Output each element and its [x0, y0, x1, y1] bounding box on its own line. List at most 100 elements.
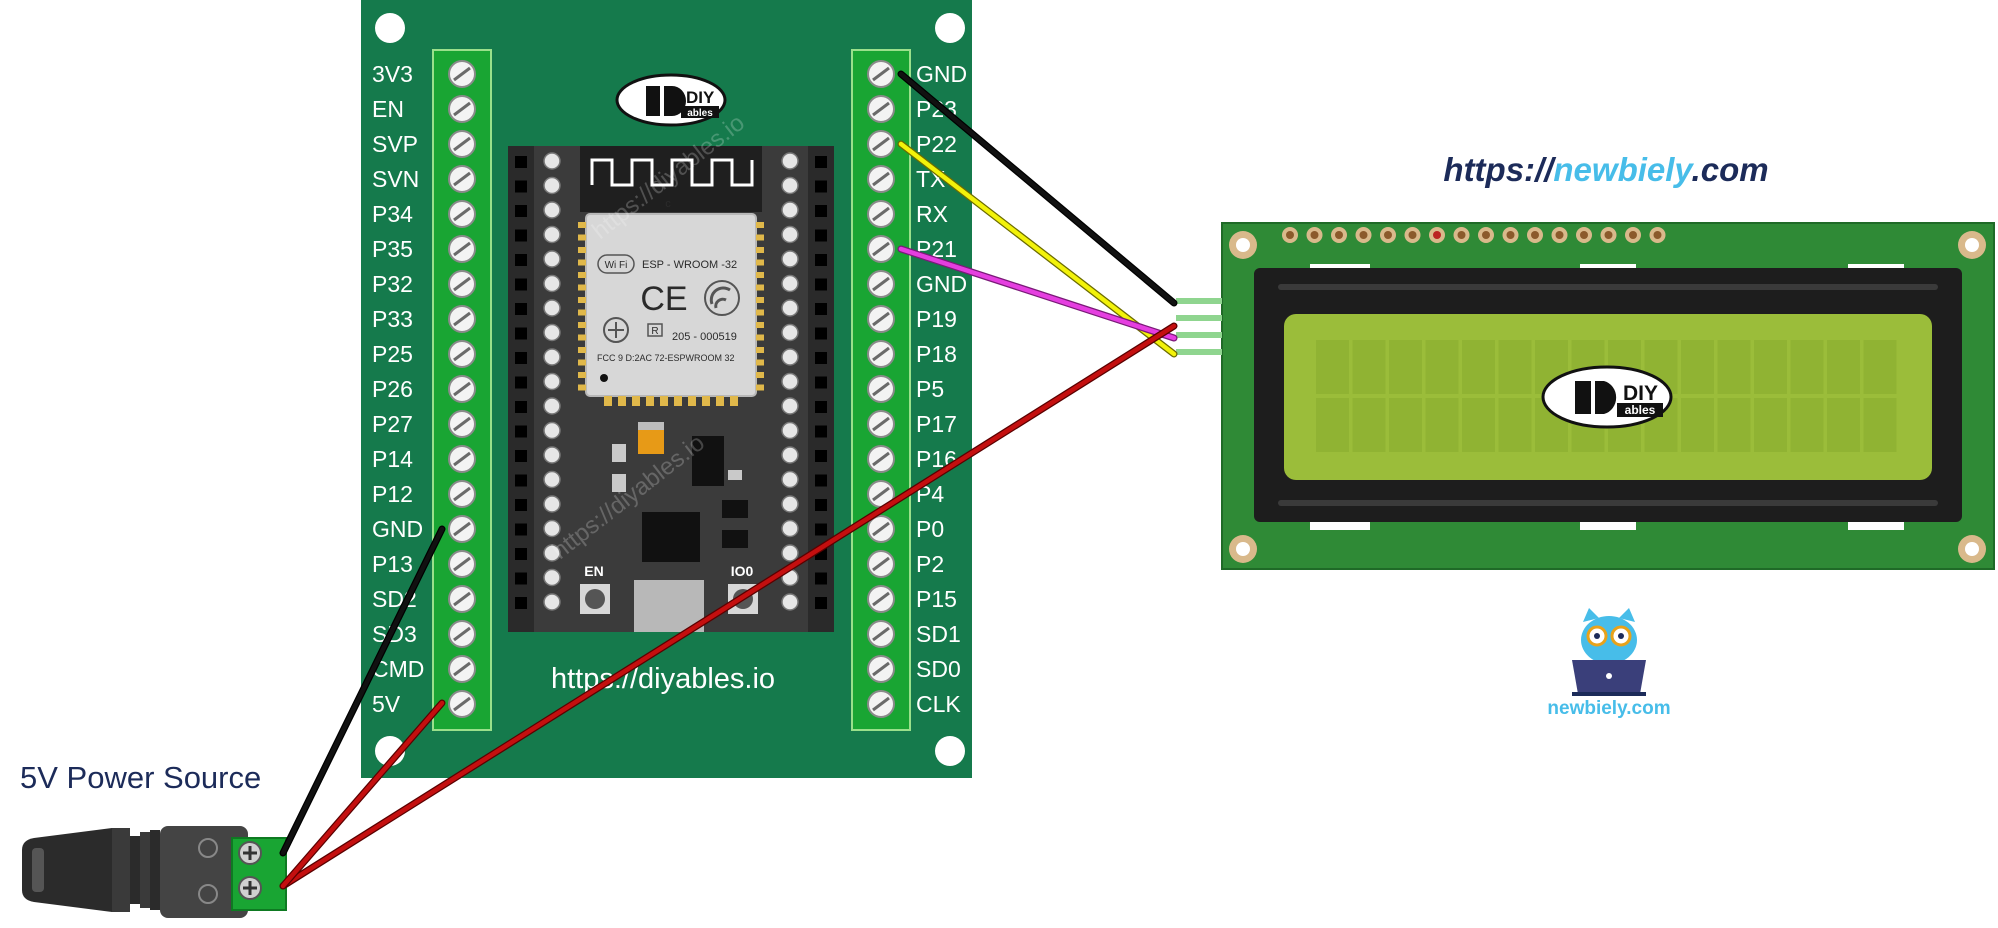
en-button[interactable]	[580, 584, 610, 614]
right-pin-label: GND	[916, 61, 967, 87]
terminal-screw-icon	[448, 165, 476, 193]
right-pin-label: P0	[916, 516, 944, 542]
left-pin-label: P27	[372, 411, 413, 437]
left-pin-label: P34	[372, 201, 413, 227]
mount-hole	[375, 13, 405, 43]
left-pin-label: P12	[372, 481, 413, 507]
terminal-screw-icon	[448, 620, 476, 648]
newbiely-url: https://newbiely.com	[1443, 151, 1768, 188]
pin-pad	[543, 397, 561, 415]
pin-pad	[781, 152, 799, 170]
module-reg-number: 205 - 000519	[672, 331, 737, 343]
esp32-devkit: c Wi Fi ESP - WROOM -32 CE R 205 - 00051…	[508, 146, 834, 632]
lcd-header-pin	[1527, 227, 1543, 243]
header-pin	[815, 180, 827, 193]
terminal-screw-icon	[867, 305, 895, 333]
header-pin	[515, 254, 527, 266]
left-pin-label: SVP	[372, 131, 418, 157]
left-pin-label: P14	[372, 446, 413, 472]
header-pin	[815, 156, 827, 168]
terminal-screw-icon	[448, 375, 476, 403]
terminal-screw-icon	[448, 270, 476, 298]
lcd-char-cell	[1681, 398, 1714, 452]
lcd-char-cell	[1462, 398, 1495, 452]
pin-pad	[543, 495, 561, 513]
screw-icon	[238, 841, 262, 865]
lcd-char-cell	[1754, 398, 1787, 452]
right-pin-label: P22	[916, 131, 957, 157]
ce-mark: CE	[640, 280, 687, 318]
pin-pad	[781, 274, 799, 293]
pin-pad	[543, 225, 561, 244]
header-pin	[515, 597, 527, 609]
fcc-id: FCC 9 D:2AC 72-ESPWROOM 32	[597, 353, 735, 363]
r-mark: R	[651, 326, 658, 337]
left-pin-label: P35	[372, 236, 413, 262]
terminal-screw-icon	[448, 130, 476, 158]
header-pin	[815, 572, 827, 585]
lcd-char-cell	[1389, 340, 1422, 394]
header-pin	[815, 278, 827, 291]
pin-pad	[781, 446, 799, 464]
header-pin	[815, 523, 827, 536]
header-pin	[815, 254, 827, 266]
lcd-char-cell	[1717, 340, 1751, 394]
header-pin	[515, 548, 527, 560]
terminal-screw-icon	[448, 655, 476, 683]
terminal-screw-icon	[867, 375, 895, 403]
pin-pad	[781, 495, 799, 513]
lcd-char-cell	[1462, 340, 1495, 394]
lcd-char-cell	[1790, 398, 1824, 452]
lcd-char-cell	[1425, 340, 1459, 394]
lcd-header-pin	[1600, 227, 1617, 243]
lcd-header-pin	[1380, 227, 1396, 243]
terminal-screw-icon	[448, 200, 476, 228]
header-pin	[515, 352, 527, 364]
header-pin	[515, 156, 527, 168]
svg-text:ables: ables	[687, 108, 713, 119]
terminal-screw-icon	[448, 550, 476, 578]
pin-pad	[781, 323, 799, 342]
terminal-screw-icon	[867, 200, 895, 228]
lcd-header-pin	[1576, 227, 1592, 243]
pin-pad	[781, 201, 799, 219]
lcd-char-cell	[1425, 398, 1459, 452]
terminal-screw-icon	[867, 585, 895, 613]
terminal-screw-icon	[867, 270, 895, 298]
lcd-header-pin	[1502, 227, 1519, 243]
right-pin-label: P18	[916, 341, 957, 367]
left-pin-label: EN	[372, 96, 404, 122]
wifi-logo: Wi Fi	[605, 260, 628, 271]
terminal-screw-icon	[867, 235, 895, 263]
terminal-screw-icon	[448, 585, 476, 613]
right-pin-label: P19	[916, 306, 957, 332]
header-pin	[515, 180, 527, 193]
pin-pad	[543, 299, 561, 317]
lcd-char-cell	[1316, 340, 1349, 394]
board-url: https://diyables.io	[551, 663, 775, 695]
terminal-screw-icon	[867, 690, 895, 718]
pin-pad	[543, 446, 561, 464]
header-pin	[515, 303, 527, 315]
right-pin-label: SD0	[916, 656, 961, 682]
usb-uart-chip	[642, 512, 700, 562]
lcd-header-pin	[1453, 227, 1470, 243]
header-pin	[815, 327, 827, 340]
right-pin-label: P5	[916, 376, 944, 402]
terminal-screw-icon	[448, 410, 476, 438]
lcd-char-cell	[1389, 398, 1422, 452]
lcd-i2c-header	[1176, 298, 1222, 355]
lcd-header-pin	[1355, 227, 1372, 243]
lcd-char-cell	[1863, 340, 1897, 394]
pin-pad	[543, 421, 561, 440]
right-pin-label: GND	[916, 271, 967, 297]
terminal-screw-icon	[448, 235, 476, 263]
left-pin-label: 3V3	[372, 61, 413, 87]
pin-pad	[781, 372, 799, 391]
pin-pad	[781, 397, 799, 415]
terminal-screw-icon	[867, 410, 895, 438]
newbiely-logo-text: newbiely.com	[1547, 698, 1670, 719]
header-pin	[815, 474, 827, 487]
button-en-label: EN	[584, 563, 603, 579]
